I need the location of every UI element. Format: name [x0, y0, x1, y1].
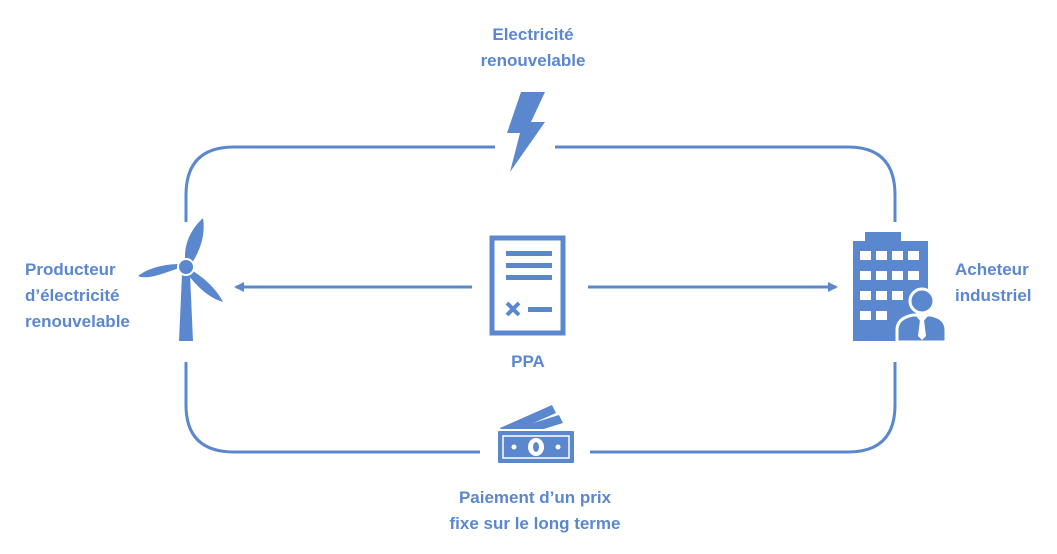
- wind-turbine-icon: [138, 218, 223, 341]
- label-payment: Paiement d’un prix fixe sur le long term…: [420, 485, 650, 537]
- label-electricity: Electricité renouvelable: [461, 22, 605, 74]
- label-buyer: Acheteur industriel: [955, 257, 1032, 309]
- label-payment-line2: fixe sur le long terme: [449, 514, 621, 533]
- flow-line-top-right: [555, 145, 897, 222]
- label-electricity-line1: Electricité: [492, 25, 574, 44]
- label-producer-line2: d’électricité: [25, 286, 120, 305]
- banknotes-icon: [496, 405, 576, 465]
- lightning-bolt-icon: [507, 92, 545, 172]
- contract-document-icon: [489, 235, 566, 336]
- flow-line-bottom-right: [590, 362, 897, 454]
- label-payment-line1: Paiement d’un prix: [458, 488, 612, 507]
- label-buyer-line1: Acheteur: [955, 260, 1029, 279]
- label-buyer-line2: industriel: [955, 286, 1032, 305]
- label-ppa: PPA: [511, 352, 545, 371]
- flow-line-bottom-left: [184, 362, 480, 454]
- flow-line-top-left: [184, 145, 495, 222]
- label-electricity-line2: renouvelable: [480, 51, 586, 70]
- office-building-businessman-icon: [853, 232, 948, 344]
- label-producer-line1: Producteur: [25, 260, 116, 279]
- label-producer-line3: renouvelable: [25, 312, 130, 331]
- label-producer: Producteur d’électricité renouvelable: [25, 257, 130, 335]
